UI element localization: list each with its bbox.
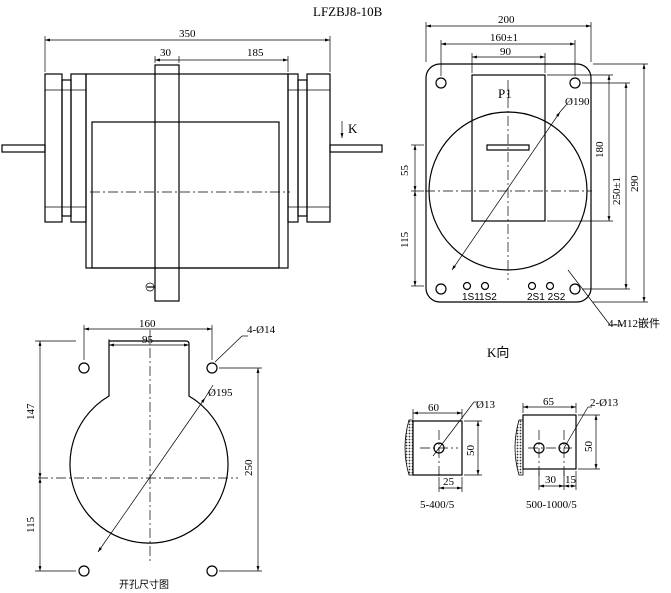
k-view: K向 60 Ø13 50 25 5-400/5 bbox=[404, 345, 619, 511]
dim-k-right-hole-spacing: 30 bbox=[545, 474, 557, 486]
dim-window-width: 90 bbox=[500, 46, 512, 58]
dim-k-left-height: 50 bbox=[465, 445, 477, 457]
dim-k-right-edge: 15 bbox=[565, 474, 577, 486]
dim-cutout-lower-height: 115 bbox=[25, 516, 37, 533]
dim-k-right-width: 65 bbox=[543, 396, 555, 408]
dim-center-to-terminals: 115 bbox=[399, 231, 411, 248]
dim-window-diameter: Ø190 bbox=[565, 96, 590, 108]
primary-terminal-p1: P1 bbox=[498, 86, 512, 101]
k-view-title: K向 bbox=[487, 345, 509, 360]
side-view: 350 30 185 K bbox=[1, 28, 383, 302]
front-view: 1S11S2 2S1 2S2 P1 Ø190 200 160±1 90 55 1… bbox=[399, 14, 660, 330]
k-view-right: 65 2-Ø13 50 30 15 500-1000/5 bbox=[514, 396, 619, 511]
dim-hole-spacing: 160±1 bbox=[490, 32, 518, 44]
dim-front-width: 200 bbox=[498, 14, 515, 26]
dim-front-height: 290 bbox=[629, 175, 641, 192]
dim-plate-width: 30 bbox=[160, 47, 172, 59]
label-k-right-holes: 2-Ø13 bbox=[590, 397, 619, 409]
dim-busbar-offset: 55 bbox=[399, 165, 411, 177]
k-right-caption: 500-1000/5 bbox=[526, 499, 577, 511]
terminals-secondary-2: 2S1 2S2 bbox=[527, 292, 566, 303]
dim-cutout-hole-vertical: 250 bbox=[243, 459, 255, 476]
dim-cutout-window-width: 95 bbox=[142, 334, 154, 346]
terminals-secondary-1: 1S11S2 bbox=[462, 292, 497, 303]
dim-plate-to-flange: 185 bbox=[247, 47, 264, 59]
dim-cutout-hole-spacing: 160 bbox=[139, 318, 156, 330]
k-view-left: 60 Ø13 50 25 5-400/5 bbox=[404, 399, 495, 511]
dim-cutout-diameter: Ø195 bbox=[208, 387, 233, 399]
dim-window-height: 180 bbox=[594, 141, 606, 158]
label-cutout-holes: 4-Ø14 bbox=[247, 324, 276, 336]
cutout-caption: 开孔尺寸图 bbox=[119, 578, 169, 591]
model-title: LFZBJ8-10B bbox=[313, 4, 383, 19]
label-embedded-nuts: 4-M12嵌件 bbox=[608, 317, 660, 330]
dim-k-left-width: 60 bbox=[428, 402, 440, 414]
dim-k-right-height: 50 bbox=[583, 441, 595, 453]
cutout-view: Ø195 160 95 4-Ø14 147 115 250 开孔尺寸图 bbox=[25, 318, 276, 591]
dim-hole-vertical-spacing: 250±1 bbox=[611, 177, 623, 205]
view-arrow-label-k: K bbox=[348, 121, 358, 136]
dim-cutout-upper-height: 147 bbox=[25, 403, 37, 420]
dim-k-left-offset: 25 bbox=[443, 476, 455, 488]
k-left-caption: 5-400/5 bbox=[420, 499, 455, 511]
dim-overall-length: 350 bbox=[179, 28, 196, 40]
label-k-left-hole: Ø13 bbox=[476, 399, 495, 411]
